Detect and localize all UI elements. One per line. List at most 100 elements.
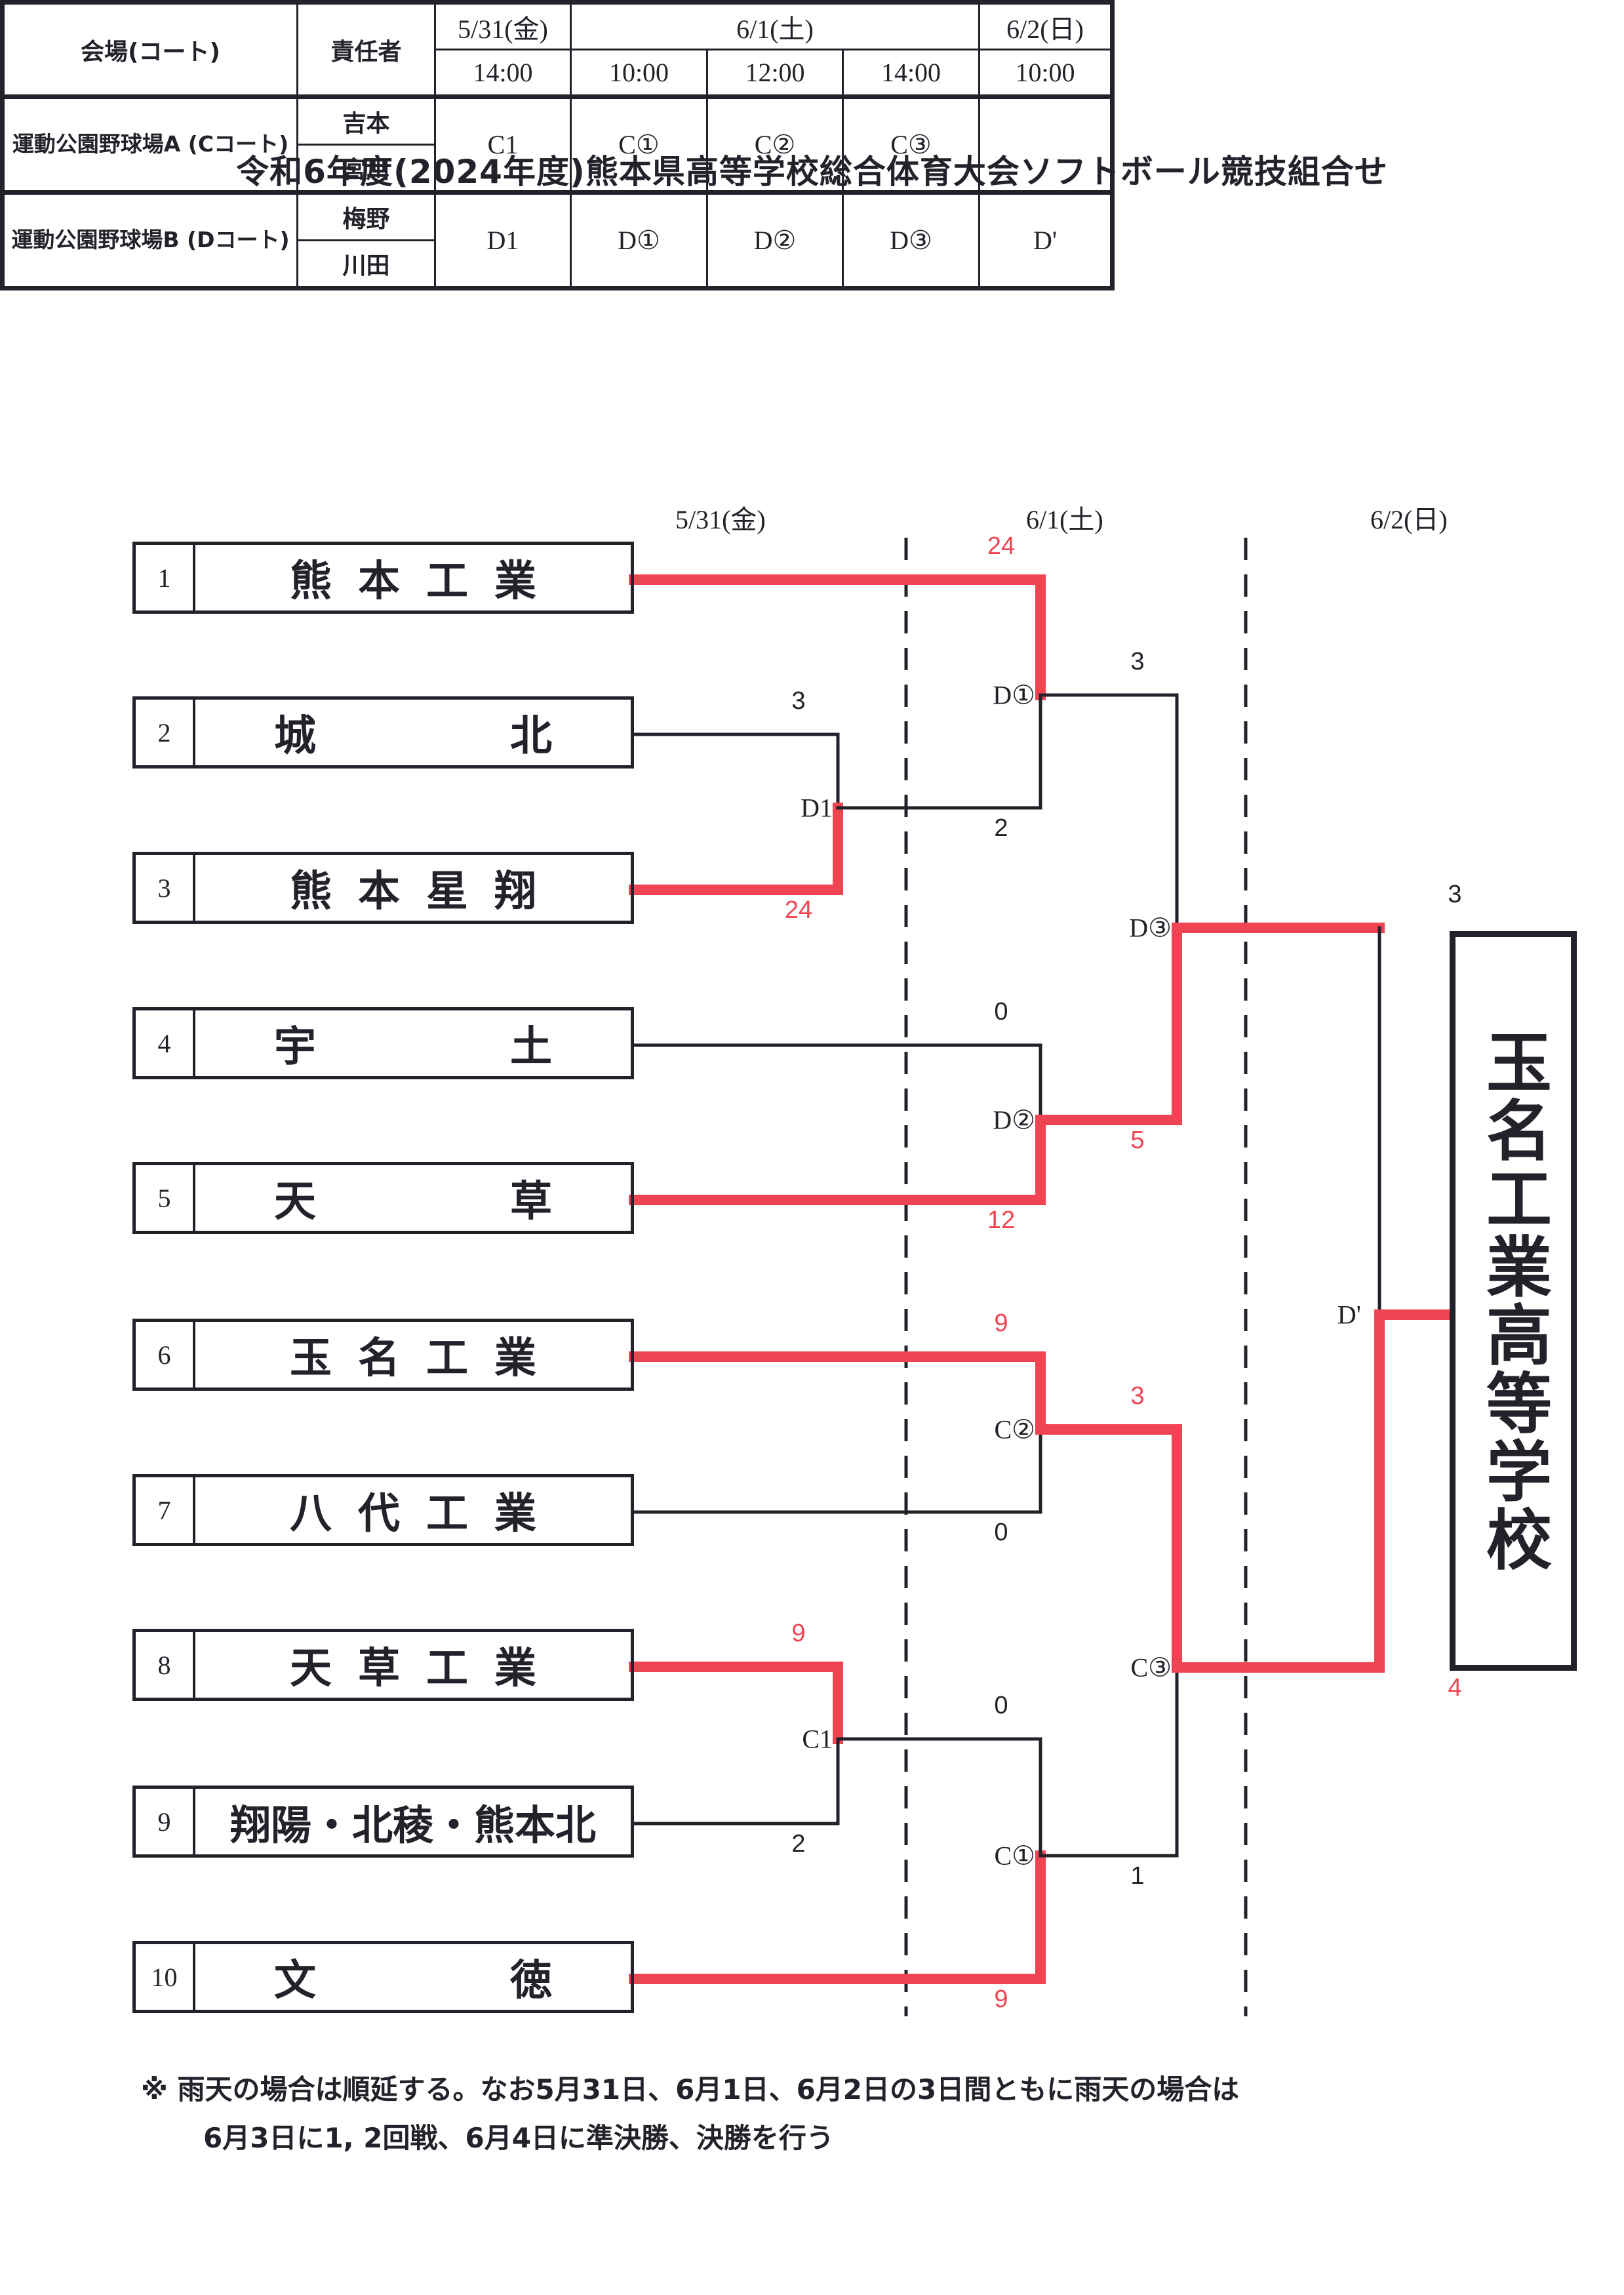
team-seed: 2 — [136, 700, 195, 765]
team-seed: 3 — [136, 855, 195, 921]
team-box: 6 玉名工業 — [132, 1319, 634, 1391]
manager-cell: 吉本 — [296, 94, 436, 146]
team-name-char: 北 — [510, 712, 552, 761]
game-cell: C② — [706, 94, 844, 193]
game-cell: D' — [978, 190, 1113, 289]
champion-box: 玉名工業高等学校 — [1450, 931, 1577, 1671]
team-seed: 4 — [136, 1010, 195, 1076]
match-score: 12 — [987, 1207, 1016, 1234]
team-name: 熊本工業 — [290, 557, 563, 606]
game-cell — [978, 94, 1113, 193]
team-name: 八代工業 — [290, 1490, 563, 1538]
team-name: 天草 — [195, 1165, 631, 1231]
header-venue: 会場(コート) — [1, 1, 298, 98]
team-name: 玉名工業 — [290, 1334, 563, 1383]
match-score: 5 — [1130, 1127, 1145, 1154]
header-time: 12:00 — [706, 49, 844, 98]
match-label: D① — [993, 680, 1035, 710]
team-name-char: 文 — [274, 1957, 316, 2005]
team-name: 翔陽・北稜・熊本北 — [229, 1801, 596, 1849]
team-seed: 10 — [136, 1944, 195, 2010]
game-cell: D1 — [434, 190, 572, 289]
manager-cell: 川田 — [296, 239, 436, 289]
match-label: C③ — [1130, 1652, 1172, 1683]
team-seed: 7 — [136, 1477, 195, 1543]
round-date-label: 6/2(日) — [1370, 505, 1448, 534]
match-score: 3 — [1130, 1382, 1145, 1410]
match-score: 3 — [791, 687, 806, 715]
match-score: 0 — [994, 998, 1008, 1026]
manager-cell: 宮川 — [296, 144, 436, 193]
team-box: 1 熊本工業 — [132, 542, 634, 614]
header-time: 10:00 — [570, 49, 708, 98]
footer-note: ※ 雨天の場合は順延する。なお5月31日、6月1日、6月2日の3日間ともに雨天の… — [141, 2066, 1239, 2163]
team-name: 宇土 — [195, 1010, 631, 1076]
team-name: 熊本星翔 — [290, 868, 563, 916]
match-label: D② — [993, 1105, 1035, 1135]
team-name: 城北 — [195, 700, 631, 765]
match-score: 24 — [987, 532, 1016, 560]
team-box: 7 八代工業 — [132, 1474, 634, 1546]
footer-line: 6月3日に1, 2回戦、6月4日に準決勝、決勝を行う — [203, 2122, 834, 2154]
header-manager: 責任者 — [296, 1, 436, 98]
header-date: 6/1(土) — [570, 1, 980, 50]
match-score: 9 — [994, 1986, 1008, 2013]
header-date: 5/31(金) — [434, 1, 572, 50]
page-title: 令和6年度(2024年度)熊本県高等学校総合体育大会ソフトボール競技組合せ — [236, 153, 1388, 191]
match-label: C① — [994, 1841, 1035, 1871]
manager-cell: 梅野 — [296, 190, 436, 241]
team-name-char: 草 — [510, 1178, 552, 1226]
match-score: 2 — [994, 814, 1008, 842]
match-label: D' — [1337, 1300, 1361, 1330]
footer-line: ※ 雨天の場合は順延する。なお5月31日、6月1日、6月2日の3日間ともに雨天の… — [141, 2073, 1240, 2105]
game-cell: D② — [706, 190, 844, 289]
team-seed: 1 — [136, 545, 195, 610]
team-seed: 9 — [136, 1789, 195, 1854]
header-time: 10:00 — [978, 49, 1113, 98]
match-score: 9 — [994, 1309, 1008, 1337]
venue-cell: 運動公園野球場B (Dコート) — [1, 190, 298, 289]
game-cell: C1 — [434, 94, 572, 193]
champion-name: 玉名工業高等学校 — [1475, 1028, 1552, 1574]
round-date-label: 5/31(金) — [675, 505, 766, 534]
team-box: 3 熊本星翔 — [132, 852, 634, 924]
match-score: 4 — [1448, 1674, 1462, 1702]
round-date-label: 6/1(土) — [1026, 505, 1103, 534]
match-label: C1 — [802, 1724, 833, 1754]
team-name-char: 城 — [274, 712, 316, 761]
team-seed: 8 — [136, 1632, 195, 1698]
game-cell: D① — [570, 190, 708, 289]
match-score: 1 — [1130, 1862, 1145, 1890]
team-box: 9 翔陽・北稜・熊本北 — [132, 1786, 634, 1858]
match-label: C② — [994, 1414, 1035, 1445]
match-score: 2 — [791, 1830, 806, 1858]
match-score: 24 — [784, 896, 813, 924]
team-seed: 5 — [136, 1165, 195, 1231]
match-score: 0 — [994, 1519, 1008, 1546]
team-name-char: 宇 — [274, 1023, 316, 1071]
match-score: 9 — [791, 1620, 806, 1647]
team-name-char: 天 — [274, 1178, 316, 1226]
match-score: 3 — [1130, 648, 1145, 675]
schedule-table: 会場(コート) 責任者 5/31(金) 6/1(土) 6/2(日) 14:00 … — [0, 0, 1115, 290]
team-name-char: 徳 — [510, 1957, 552, 2005]
match-score: 3 — [1448, 881, 1462, 908]
team-name: 天草工業 — [290, 1645, 563, 1693]
team-name: 文徳 — [195, 1944, 631, 2010]
header-time: 14:00 — [842, 49, 980, 98]
match-label: D③ — [1129, 913, 1172, 943]
game-cell: D③ — [842, 190, 980, 289]
team-box: 8 天草工業 — [132, 1629, 634, 1701]
game-cell: C① — [570, 94, 708, 193]
team-name-char: 土 — [510, 1023, 552, 1071]
team-seed: 6 — [136, 1322, 195, 1387]
game-cell: C③ — [842, 94, 980, 193]
header-time: 14:00 — [434, 49, 572, 98]
match-score: 0 — [994, 1692, 1008, 1719]
venue-cell: 運動公園野球場A (Cコート) — [1, 94, 298, 193]
